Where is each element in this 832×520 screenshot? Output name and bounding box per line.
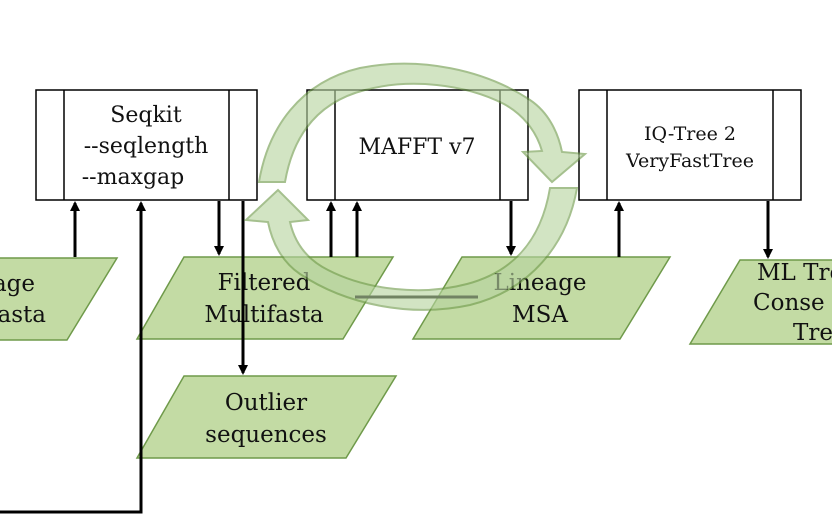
mafft-line-1: MAFFT v7 [358,135,475,160]
outlier-sequences-line-2: sequences [205,422,327,448]
arrow-outlier-loop-to-seqkit [0,201,146,514]
ml-tree-line-3: Tre [793,320,832,346]
lineage-msa-line-2: MSA [512,302,568,328]
circular-refresh-arrows-icon [243,62,588,311]
filtered-multifasta-line-1: Filtered [218,270,311,296]
data-node-outlier-sequences: Outlier sequences [135,375,398,459]
outlier-sequences-line-1: Outlier [225,390,307,416]
lineage-fasta-line-2: asta [0,302,46,328]
filtered-multifasta-line-2: Multifasta [204,302,324,328]
iqtree-line-1: IQ-Tree 2 [644,123,736,145]
process-box-mafft: MAFFT v7 [306,89,529,201]
data-node-lineage-fasta: age asta [0,257,119,341]
seqkit-line-2: --seqlength [84,134,209,159]
process-box-seqkit: Seqkit --seqlength --maxgap [35,89,258,201]
iqtree-line-2: VeryFastTree [625,150,754,172]
process-box-iqtree: IQ-Tree 2 VeryFastTree [578,89,802,201]
seqkit-line-1: Seqkit [110,103,182,128]
ml-tree-line-1: ML Tre [757,260,832,286]
lineage-fasta-line-1: age [0,271,35,297]
connectors [0,201,773,514]
data-node-ml-tree: ML Tre Conse Tre [688,259,832,346]
ml-tree-line-2: Conse [753,290,825,316]
seqkit-line-3: --maxgap [82,165,185,190]
